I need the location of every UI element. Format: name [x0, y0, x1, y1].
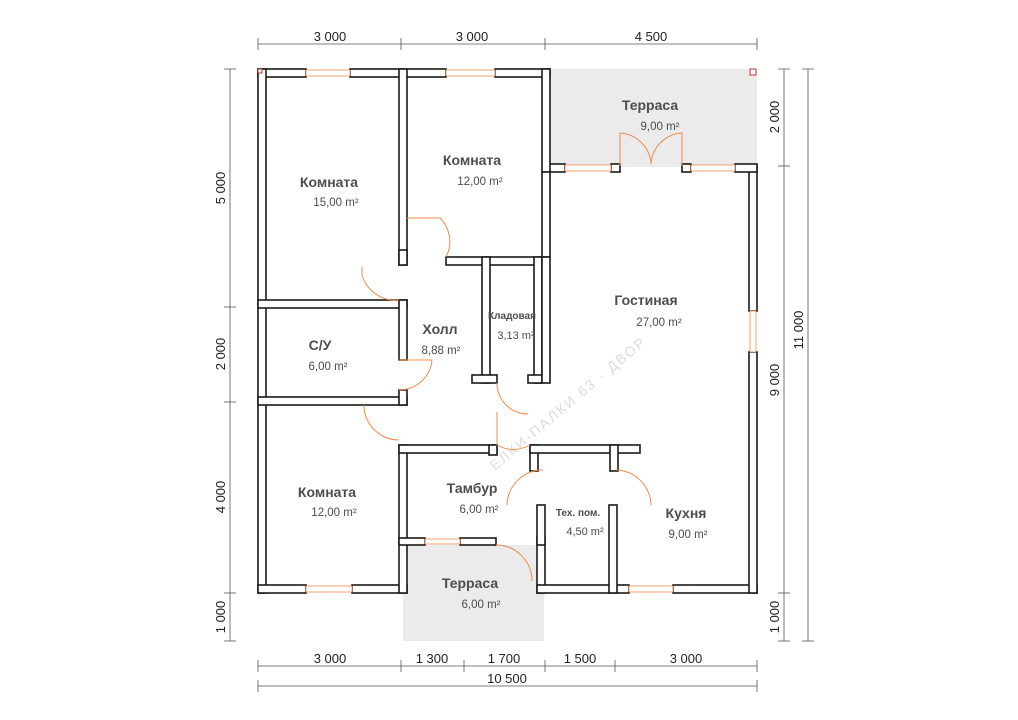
door-swing — [407, 217, 451, 258]
dim-right-3: 1 000 — [767, 601, 782, 634]
terrace-top-area — [545, 69, 757, 167]
terrace-bottom-area — [403, 545, 544, 641]
room-name-vestibule: Тамбур — [447, 480, 498, 496]
dim-left-2: 2 000 — [213, 338, 228, 371]
window — [445, 69, 496, 77]
dim-bottom-5: 3 000 — [670, 651, 703, 666]
room-name-bathroom: С/У — [309, 337, 332, 353]
room-area-tech: 4,50 m² — [566, 526, 604, 538]
room-area-terrace-bottom: 6,00 m² — [462, 599, 501, 611]
room-area-living: 27,00 m² — [636, 317, 682, 329]
door-swing — [398, 359, 433, 391]
walls — [257, 68, 758, 594]
door-swing — [650, 132, 683, 166]
room-area-bathroom: 6,00 m² — [309, 361, 348, 373]
door-swing — [614, 469, 652, 506]
door-swing — [363, 404, 400, 441]
dim-left-1: 5 000 — [213, 172, 228, 205]
windows — [305, 69, 757, 593]
room-labels: Комната 15,00 m² Комната 12,00 m² Террас… — [298, 97, 708, 611]
door-swing — [506, 469, 544, 506]
dim-right-2: 9 000 — [767, 364, 782, 397]
room-name-tech: Тех. пом. — [556, 508, 601, 519]
dimension-labels: 3 000 3 000 4 500 3 000 1 300 1 700 1 50… — [213, 29, 806, 686]
dim-bottom-4: 1 500 — [564, 651, 597, 666]
room-area-top-left: 15,00 m² — [313, 197, 359, 209]
dim-left-3: 4 000 — [213, 481, 228, 514]
window — [305, 69, 351, 77]
room-area-terrace-top: 9,00 m² — [641, 121, 680, 133]
dim-right-1: 2 000 — [767, 101, 782, 134]
room-name-living: Гостиная — [614, 292, 677, 308]
post — [749, 68, 757, 76]
window — [690, 164, 736, 172]
room-area-pantry: 3,13 m² — [497, 330, 535, 342]
doors — [361, 132, 683, 582]
door-swing — [496, 382, 529, 415]
room-name-hall: Холл — [422, 321, 457, 337]
room-area-hall: 8,88 m² — [422, 345, 461, 357]
dim-bottom-1: 3 000 — [314, 651, 347, 666]
room-name-kitchen: Кухня — [666, 505, 707, 521]
door-swing — [495, 544, 533, 582]
room-area-kitchen: 9,00 m² — [669, 529, 708, 541]
post — [257, 68, 263, 74]
window — [749, 310, 757, 353]
window — [424, 538, 461, 545]
window — [305, 585, 353, 593]
window — [564, 164, 612, 172]
room-area-top-mid: 12,00 m² — [457, 176, 503, 188]
dim-top-2: 3 000 — [456, 29, 489, 44]
dim-bottom-2: 1 300 — [416, 651, 449, 666]
dim-bottom-3: 1 700 — [488, 651, 521, 666]
room-name-top-left: Комната — [300, 174, 358, 190]
room-area-vestibule: 6,00 m² — [460, 504, 499, 516]
door-swing — [619, 132, 652, 166]
room-name-top-mid: Комната — [443, 152, 501, 168]
dim-right-total: 11 000 — [791, 311, 806, 350]
dim-top-3: 4 500 — [635, 29, 668, 44]
room-name-bottom-left: Комната — [298, 484, 356, 500]
door-swing — [361, 267, 400, 301]
dimension-lines — [224, 38, 814, 692]
door-swing — [496, 412, 531, 450]
room-name-terrace-bottom: Терраса — [442, 575, 498, 591]
room-name-pantry: Кладовая — [488, 311, 536, 322]
dim-bottom-total: 10 500 — [487, 671, 527, 686]
dim-top-1: 3 000 — [314, 29, 347, 44]
room-area-bottom-left: 12,00 m² — [311, 507, 357, 519]
room-name-terrace-top: Терраса — [622, 97, 678, 113]
dim-left-4: 1 000 — [213, 601, 228, 634]
window — [628, 585, 674, 593]
